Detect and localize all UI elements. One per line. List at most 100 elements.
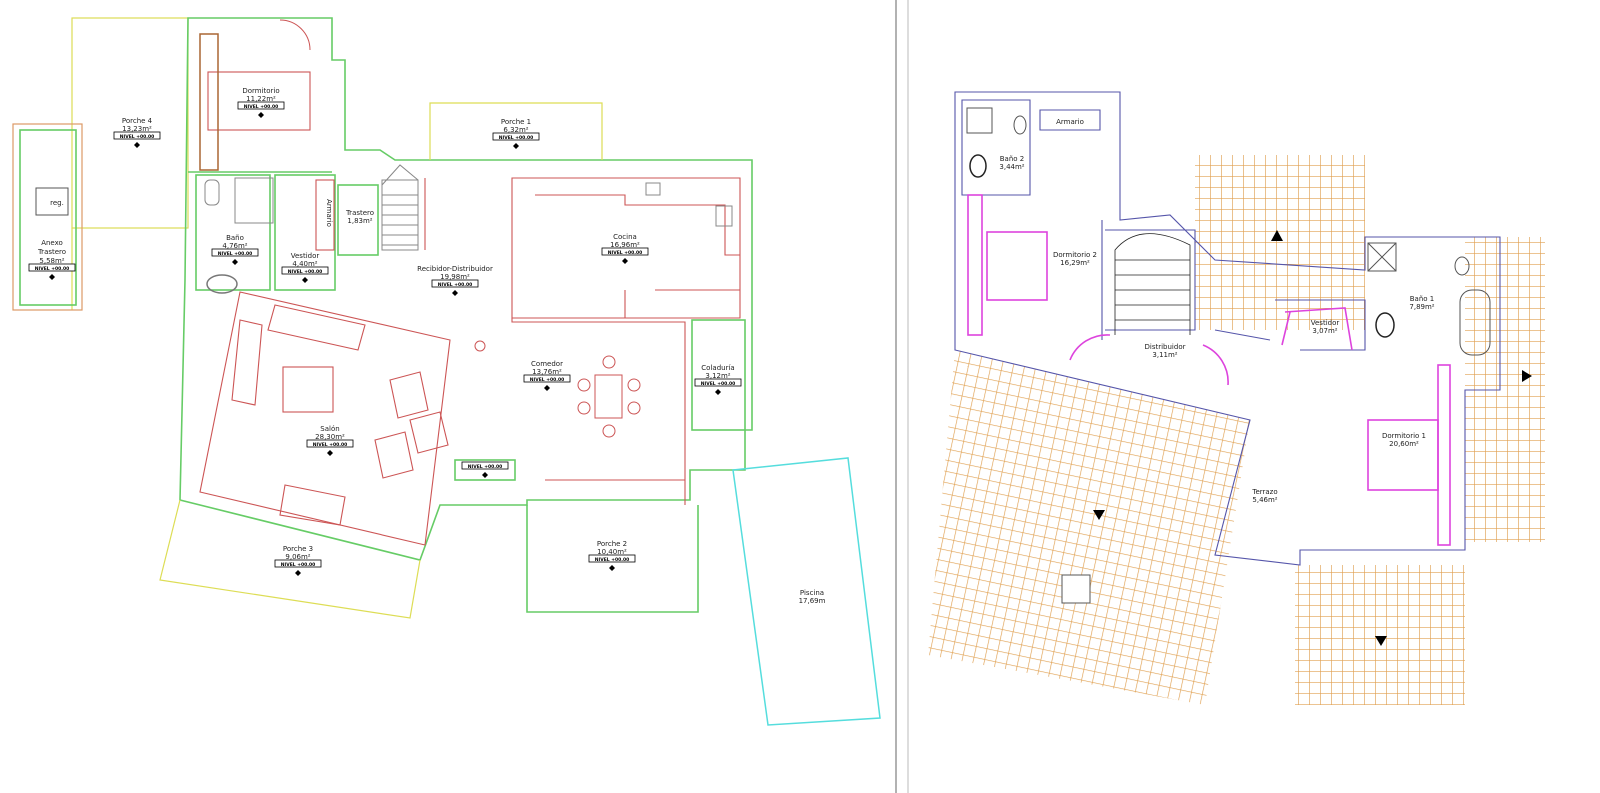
level-tag: NIVEL +00.00	[530, 377, 564, 383]
level-tag: NIVEL +00.00	[701, 381, 735, 387]
level-marker-icon	[49, 274, 55, 280]
porche-2-outline	[526, 505, 699, 613]
room-label: Anexo	[41, 239, 63, 247]
room-label: Armario	[325, 199, 333, 227]
roof-tiles	[928, 350, 1250, 705]
kitchen-walls	[511, 177, 741, 319]
level-tag: NIVEL +00.00	[288, 269, 322, 275]
room-label: Distribuidor	[1145, 343, 1186, 351]
room-label: Dormitorio 1	[1382, 432, 1426, 440]
level-tag-box	[601, 247, 649, 256]
room-label: Porche 1	[501, 118, 531, 126]
level-marker-icon	[327, 450, 333, 456]
level-tag: NIVEL +00.00	[595, 557, 629, 563]
level-tag-box	[492, 132, 540, 141]
level-marker-icon	[609, 565, 615, 571]
ground-floor-labels: Porche 4 13,23m² Anexo Trastero 5,58m² r…	[37, 87, 826, 605]
room-label: Recibidor-Distribuidor	[417, 265, 493, 273]
level-marker-icon	[295, 570, 301, 576]
room-area: 7,89m²	[1409, 303, 1434, 311]
spiral-stairs	[1114, 233, 1191, 335]
room-area: 13,23m²	[122, 125, 152, 133]
porche-4-outline	[71, 17, 189, 229]
pool-outline	[732, 457, 881, 726]
anexo-outline	[12, 123, 83, 311]
reg-box	[35, 187, 69, 216]
room-label: Baño 1	[1410, 295, 1435, 303]
roof-slope-arrow	[1093, 510, 1105, 520]
level-tag-box	[306, 439, 354, 448]
level-tag-box	[211, 248, 259, 257]
room-label: Trastero	[345, 209, 374, 217]
room-area: 19,98m²	[440, 273, 470, 281]
room-area: 13,76m²	[532, 368, 562, 376]
level-tag-box	[274, 559, 322, 568]
room-area: 5,58m²	[39, 257, 64, 265]
room-area: 20,60m²	[1389, 440, 1419, 448]
room-label: Cocina	[613, 233, 637, 241]
room-area: 28,30m²	[315, 433, 345, 441]
room-label: Piscina	[800, 589, 824, 597]
roof-slope-arrow	[1271, 230, 1283, 241]
level-tag: NIVEL +00.00	[35, 266, 69, 272]
roof-slope-arrow	[1375, 636, 1387, 646]
level-tag-box	[588, 554, 636, 563]
room-label: Porche 3	[283, 545, 313, 553]
level-tag-box	[237, 101, 285, 110]
reg-label: reg.	[50, 199, 64, 207]
level-marker-icon	[302, 277, 308, 283]
level-tag: NIVEL +00.00	[438, 282, 472, 288]
level-marker-icon	[452, 290, 458, 296]
level-tag: NIVEL +00.00	[468, 464, 502, 470]
upper-floor-plan	[928, 91, 1545, 705]
level-tag: NIVEL +00.00	[120, 134, 154, 140]
room-label: Terrazo	[1251, 488, 1277, 496]
room-label: Dormitorio	[242, 87, 279, 95]
room-area: 16,96m²	[610, 241, 640, 249]
level-tag: NIVEL +00.00	[281, 562, 315, 568]
room-label: Coladuría	[701, 364, 734, 372]
level-tag-box	[431, 279, 479, 288]
level-marker-icon	[513, 143, 519, 149]
level-tag-box	[694, 378, 742, 387]
room-label: Comedor	[531, 360, 563, 368]
level-tag-box	[28, 263, 76, 272]
level-tag: NIVEL +00.00	[218, 251, 252, 257]
room-area: 1,83m²	[347, 217, 372, 225]
level-tag-box	[281, 266, 329, 275]
level-tag: NIVEL +00.00	[499, 135, 533, 141]
roof-slope-arrow	[1522, 370, 1532, 382]
level-tag-box	[461, 461, 509, 470]
room-label: Trastero	[37, 248, 66, 256]
room-label: Vestidor	[1311, 319, 1340, 327]
room-label: Baño	[226, 234, 244, 242]
room-area: 5,46m²	[1252, 496, 1277, 504]
room-area: 16,29m²	[1060, 259, 1090, 267]
room-area: 17,69m	[799, 597, 826, 605]
room-area: 3,44m²	[999, 163, 1024, 171]
level-tag: NIVEL +00.00	[313, 442, 347, 448]
level-marker-icon	[134, 142, 140, 148]
salon-walls	[199, 291, 451, 546]
exterior-wall	[179, 17, 753, 561]
level-tag: NIVEL +00.00	[244, 104, 278, 110]
room-label: Porche 4	[122, 117, 153, 125]
ground-floor-plan	[12, 17, 881, 726]
room-area: 10,40m²	[597, 548, 627, 556]
level-marker-icon	[622, 258, 628, 264]
level-tag-box	[113, 131, 161, 140]
porche-1-outline	[429, 102, 603, 160]
room-area: 9,06m²	[285, 553, 310, 561]
room-label: Vestidor	[291, 252, 320, 260]
level-marker-icon	[544, 385, 550, 391]
level-tag: NIVEL +00.00	[608, 250, 642, 256]
room-label: Dormitorio 2	[1053, 251, 1097, 259]
level-marker-icon	[232, 259, 238, 265]
level-tag-box	[523, 374, 571, 383]
roof-tiles	[1195, 155, 1365, 330]
room-area: 6,32m²	[503, 126, 528, 134]
room-area: 3,11m²	[1152, 351, 1177, 359]
dining-table	[577, 355, 641, 438]
room-label: Armario	[1056, 118, 1084, 126]
